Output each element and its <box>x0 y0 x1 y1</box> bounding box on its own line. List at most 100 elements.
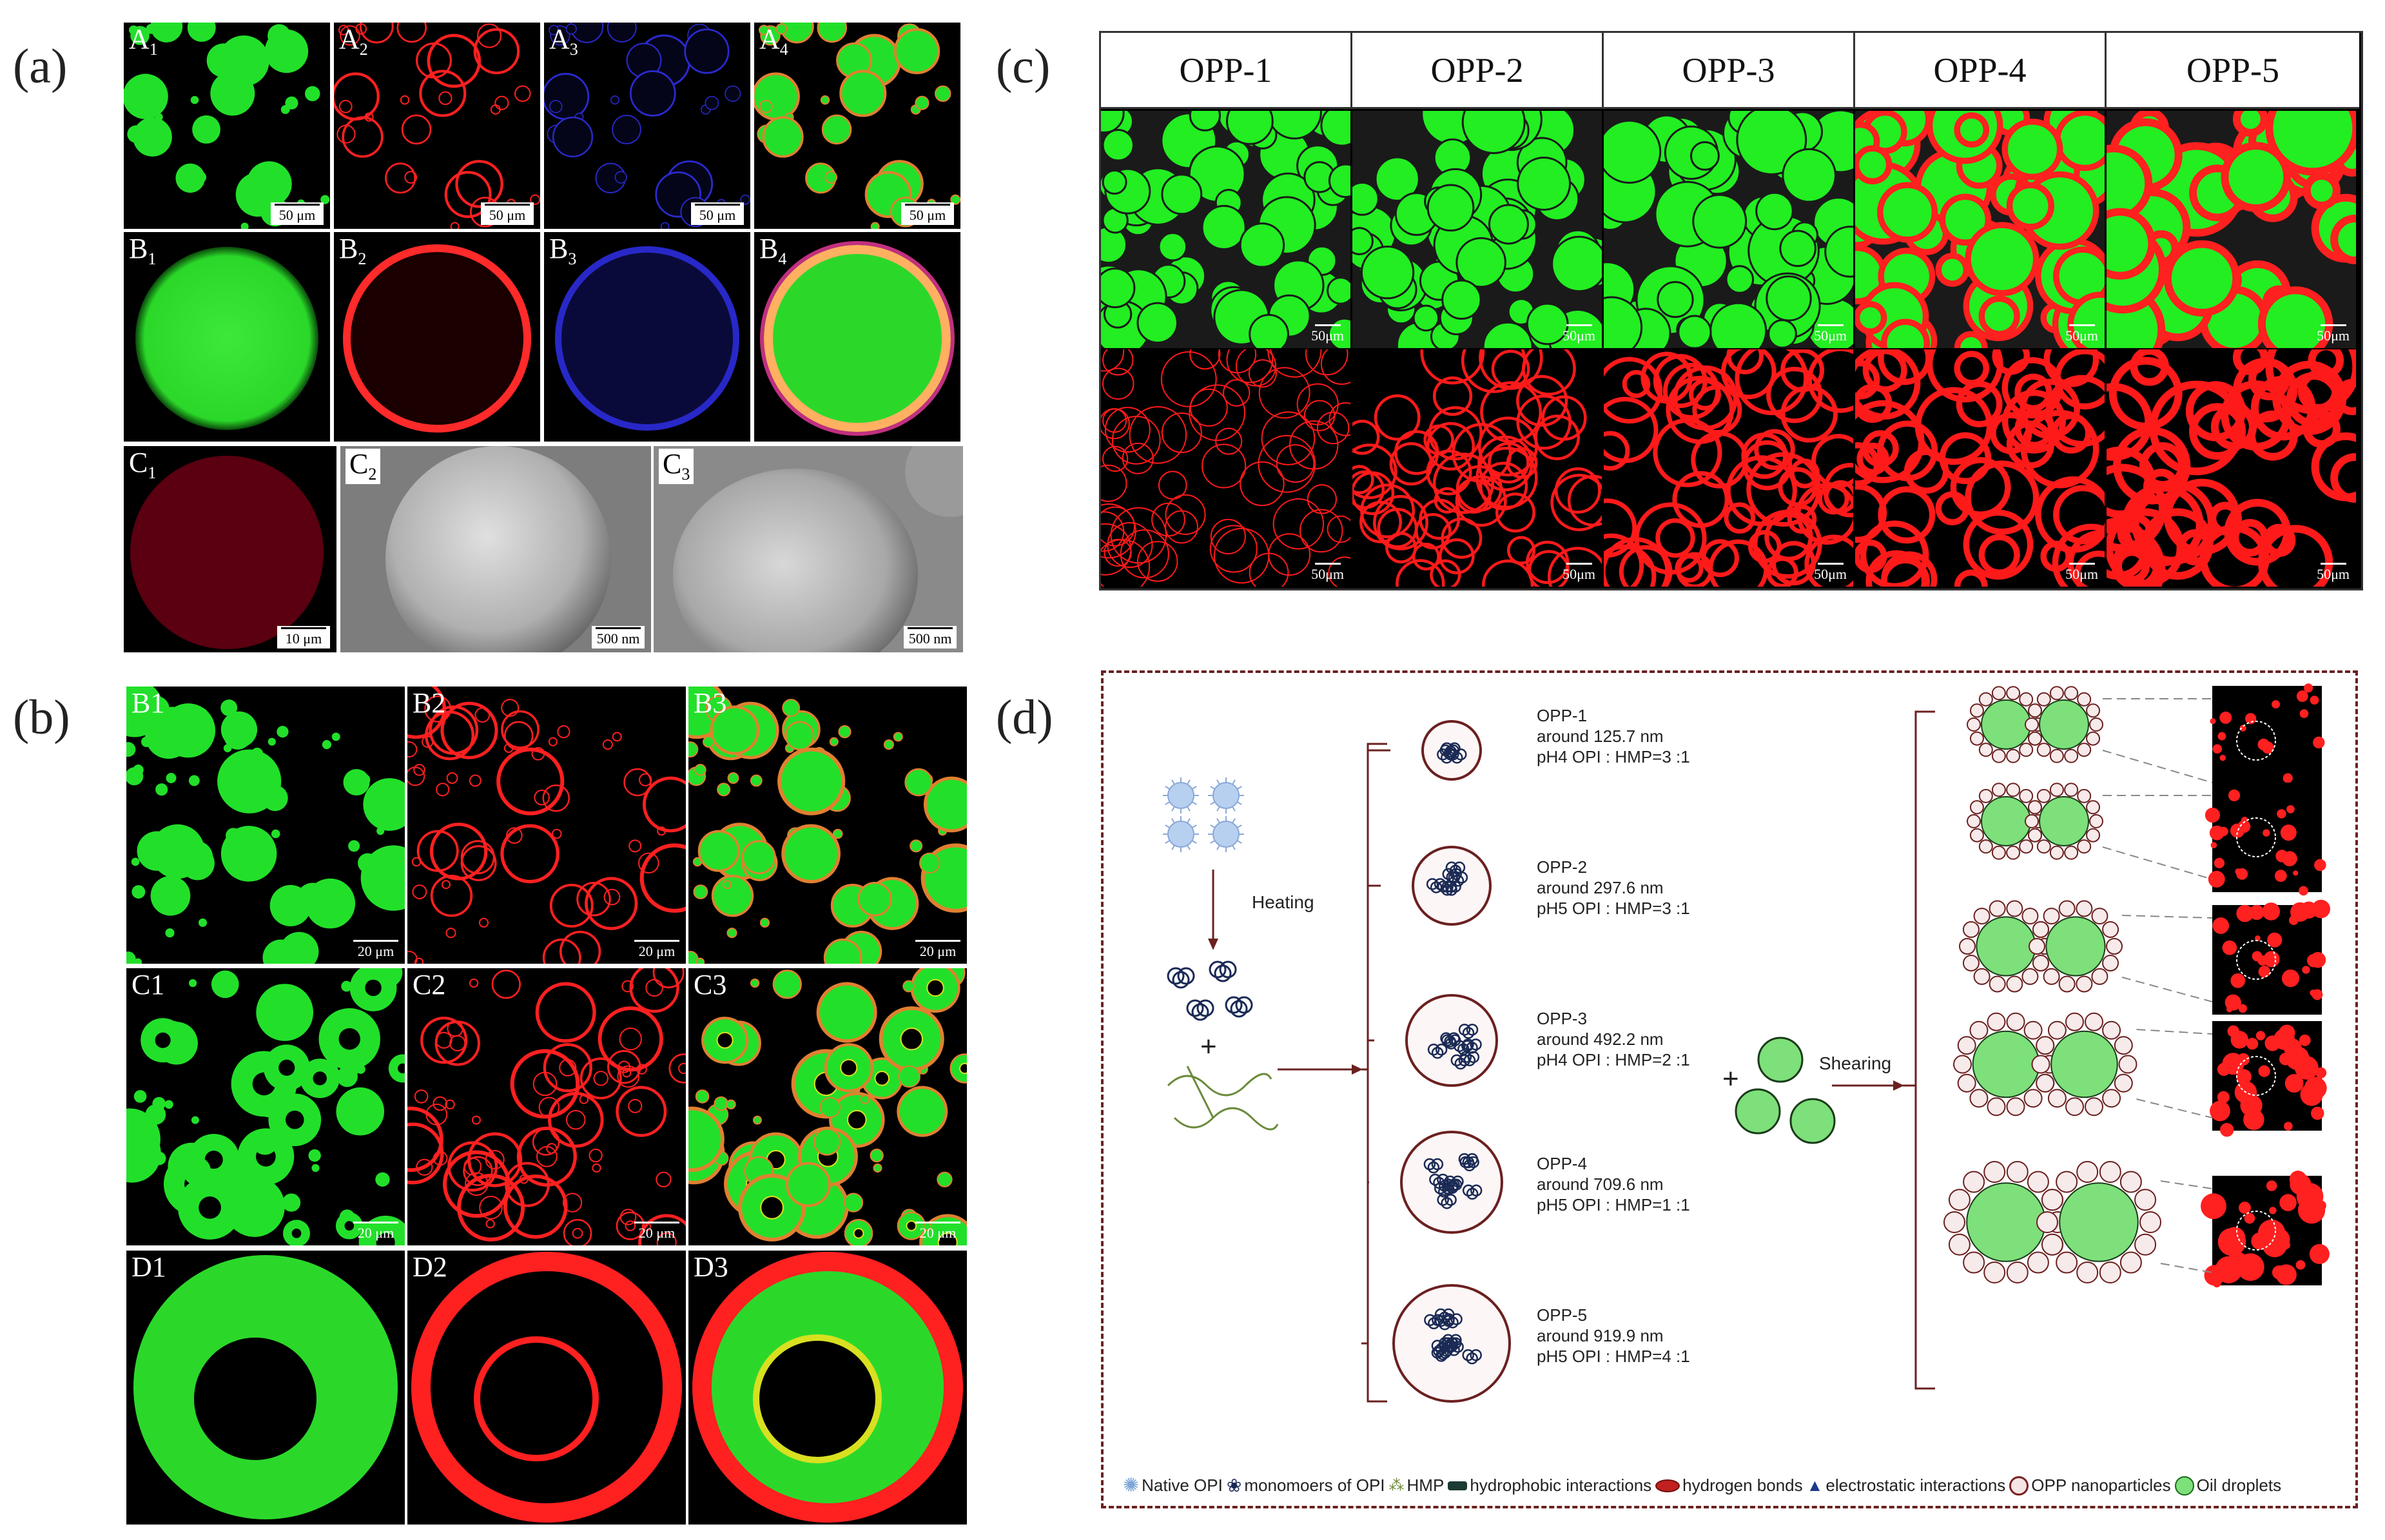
sem-image-c3: C3 500 nm <box>654 446 963 652</box>
tile-label: B1 <box>131 687 165 719</box>
arrow-head <box>1893 1080 1904 1091</box>
oil-droplet <box>1757 1037 1804 1083</box>
scale-bar: 50μm <box>2065 563 2098 583</box>
nanoparticle-icon <box>2009 1476 2029 1496</box>
tile-label-sub: 2 <box>359 39 368 59</box>
tile-label: B <box>339 233 358 264</box>
merged-micrograph: 50μm <box>1855 111 2105 348</box>
scale-bar: 50μm <box>1562 324 1595 344</box>
schematic-diagram <box>1163 683 2331 1403</box>
tile-label: A <box>549 23 570 55</box>
heating-label: Heating <box>1252 892 1314 912</box>
scale-bar: 50μm <box>2317 563 2350 583</box>
column-header-opp-2: OPP-2 <box>1352 33 1604 109</box>
tile-label-sub: 4 <box>778 249 787 268</box>
red-channel-micrograph: 50μm <box>1101 349 1350 587</box>
scale-bar: 500 nm <box>592 626 645 648</box>
tile-label: B3 <box>694 687 727 719</box>
sample-size: around 709.6 nm <box>1537 1174 1664 1194</box>
scale-bar: 20 μm <box>634 1222 679 1242</box>
hydrogen-bond-icon <box>1655 1479 1680 1492</box>
legend-item: hydrophobic interactions <box>1448 1476 1651 1496</box>
scale-bar: 20 μm <box>915 1222 960 1242</box>
tile-label: C3 <box>694 969 727 1000</box>
scale-bar: 50μm <box>1311 563 1344 583</box>
legend-item: hydrogen bonds <box>1655 1476 1803 1496</box>
tile-label: C2 <box>413 969 446 1000</box>
native-opi-icon <box>1163 816 1199 852</box>
micrograph-b-c1: C1 20 μm <box>126 968 405 1245</box>
electrostatic-icon: ▲ <box>1806 1476 1824 1495</box>
shearing-label: Shearing <box>1819 1053 1892 1073</box>
hmp-icon <box>1167 1066 1279 1131</box>
merged-micrograph: 50μm <box>1101 111 1350 348</box>
column-header-opp-4: OPP-4 <box>1855 33 2107 109</box>
tile-label: D3 <box>694 1251 728 1283</box>
micrograph-b3: B3 <box>544 232 750 442</box>
tile-label: B <box>129 233 148 264</box>
red-channel-micrograph: 50μm <box>2107 349 2356 587</box>
tile-label-sub: 1 <box>148 463 157 482</box>
merged-micrograph: 50μm <box>1352 111 1602 348</box>
panel-label-d: (d) <box>996 690 1053 745</box>
merged-micrograph: 50μm <box>2107 111 2356 348</box>
sample-size: around 297.6 nm <box>1537 878 1664 897</box>
tile-label-sub: 1 <box>149 39 158 59</box>
monomer-icon <box>1209 960 1237 982</box>
scale-bar: 500 nm <box>904 626 957 648</box>
zoom-micrograph <box>2212 783 2322 892</box>
pickering-emulsion <box>1943 1161 2161 1283</box>
tile-label: B2 <box>413 687 446 719</box>
arrow-head <box>1208 939 1218 950</box>
scale-bar: 50μm <box>1814 324 1847 344</box>
tile-label: B <box>759 233 779 264</box>
monomer-icon: ❀ <box>1226 1476 1242 1496</box>
pickering-emulsion <box>1959 900 2123 993</box>
legend-item: ⁂HMP <box>1388 1476 1445 1495</box>
tile-label-sub: 2 <box>368 464 377 483</box>
tile-label-sub: 3 <box>569 39 578 59</box>
legend-item: ✺Native OPI <box>1123 1475 1223 1496</box>
red-channel-micrograph: 50μm <box>1855 349 2105 587</box>
tile-label-sub: 2 <box>358 249 367 268</box>
oil-droplet <box>1735 1088 1781 1135</box>
scale-bar: 50μm <box>1562 563 1595 583</box>
micrograph-b-c3: C3 20 μm <box>688 968 967 1245</box>
bracket-right <box>1903 710 1935 1390</box>
monomer-icon <box>1225 996 1253 1018</box>
scale-bar: 50 μm <box>901 202 954 225</box>
scale-bar: 50 μm <box>481 202 534 225</box>
micrograph-c1: C1 10 μm <box>124 446 336 652</box>
sample-name: OPP-4 <box>1537 1154 1588 1173</box>
sample-name: OPP-2 <box>1537 857 1588 877</box>
native-opi-icon <box>1208 816 1244 852</box>
scale-bar: 50μm <box>2317 324 2350 344</box>
micrograph-b2: B2 <box>334 232 540 442</box>
micrograph-b-b3: B3 20 μm <box>688 687 967 964</box>
sample-cond: pH4 OPI : HMP=2 :1 <box>1537 1050 1690 1069</box>
arrow-head <box>1352 1064 1363 1075</box>
native-opi-icon <box>1208 777 1244 814</box>
native-opi-icon <box>1163 777 1199 814</box>
sample-name: OPP-3 <box>1537 1009 1588 1028</box>
scale-bar: 20 μm <box>353 1222 398 1242</box>
scale-bar: 50 μm <box>271 202 324 225</box>
micrograph-b-d3: D3 <box>688 1251 967 1525</box>
opp-nanoparticle <box>1412 846 1492 926</box>
tile-label: A <box>129 23 150 55</box>
pickering-emulsion <box>1953 1012 2137 1116</box>
micrograph-b-c2: C2 20 μm <box>407 968 686 1245</box>
monomer-icon <box>1167 967 1195 989</box>
micrograph-a2: A2 50 μm <box>334 23 540 229</box>
tile-label: A <box>339 23 360 55</box>
sample-name: OPP-1 <box>1537 706 1588 725</box>
red-channel-micrograph: 50μm <box>1604 349 1853 587</box>
scale-bar: 50μm <box>2065 324 2098 344</box>
merged-micrograph: 50μm <box>1604 111 1853 348</box>
tile-label: C <box>129 447 148 478</box>
native-opi-icon: ✺ <box>1123 1475 1140 1496</box>
